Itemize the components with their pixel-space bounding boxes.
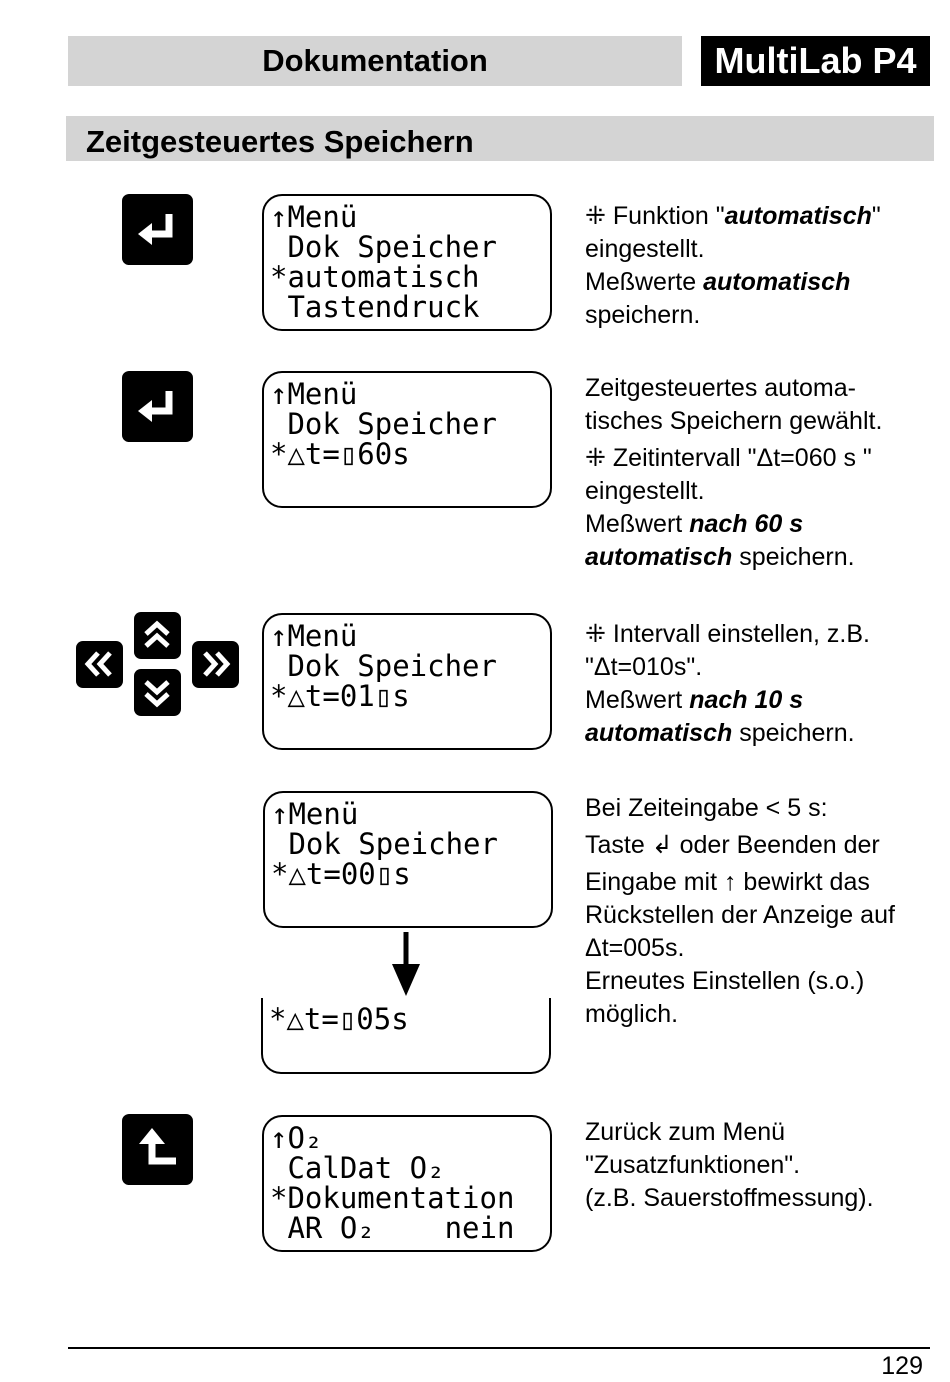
lcd-display-4-result: *△t=▯05s xyxy=(261,998,551,1074)
selection-marker-icon: ⁜ xyxy=(585,444,606,472)
right-arrow-key-icon xyxy=(192,641,239,688)
lcd-line: *△t=▯60s xyxy=(270,437,410,471)
lcd-line: ↑Menü xyxy=(270,377,358,411)
text: Eingabe mit xyxy=(585,868,724,896)
enter-key-icon xyxy=(122,194,193,265)
description-4: Bei Zeiteingabe < 5 s: Taste ↲ oder Been… xyxy=(585,792,895,1031)
emphasis: automatisch xyxy=(703,268,851,296)
emphasis: automatisch xyxy=(585,719,733,747)
emphasis: nach 60 s xyxy=(689,510,804,538)
text: speichern. xyxy=(732,719,855,747)
text: Rückstellen der Anzeige auf xyxy=(585,901,895,929)
lcd-line: AR O₂ nein xyxy=(270,1211,515,1245)
description-2: Zeitgesteuertes automa- tisches Speicher… xyxy=(585,372,882,574)
footer-divider xyxy=(68,1347,930,1349)
lcd-line: ↑Menü xyxy=(270,619,358,653)
text: Taste xyxy=(585,831,652,859)
lcd-line: *automatisch xyxy=(270,260,480,294)
emphasis: automatisch xyxy=(724,202,872,230)
description-1: ⁜ Funktion "automatisch" eingestellt. Me… xyxy=(585,200,881,332)
lcd-line: CalDat O₂ xyxy=(270,1151,445,1185)
text: Bei Zeiteingabe < 5 s: xyxy=(585,794,828,822)
text: möglich. xyxy=(585,1000,679,1028)
text: tisches Speichern gewählt. xyxy=(585,407,883,435)
lcd-line: *△t=01▯s xyxy=(270,679,410,713)
escape-symbol-icon: ↑ xyxy=(723,868,737,896)
text: speichern. xyxy=(732,543,855,571)
down-arrow-icon xyxy=(390,932,422,1003)
description-3: ⁜ Intervall einstellen, z.B. "Δt=010s". … xyxy=(585,618,870,750)
text: "Zusatzfunktionen". xyxy=(585,1151,801,1179)
text: Zurück zum Menü xyxy=(585,1118,786,1146)
lcd-display-2: ↑Menü Dok Speicher *△t=▯60s xyxy=(262,371,552,508)
text: Δt=005s. xyxy=(585,934,685,962)
lcd-display-5: ↑O₂ CalDat O₂ *Dokumentation AR O₂ nein xyxy=(262,1115,552,1252)
text: Meßwerte xyxy=(585,268,704,296)
selection-marker-icon: ⁜ xyxy=(585,202,606,230)
lcd-line: ↑Menü xyxy=(270,200,358,234)
emphasis: nach 10 s xyxy=(689,686,804,714)
lcd-line: *△t=▯05s xyxy=(269,1002,409,1036)
enter-key-icon xyxy=(122,371,193,442)
lcd-line: ↑O₂ xyxy=(270,1121,323,1155)
text: Funktion " xyxy=(605,202,725,230)
section-title: Zeitgesteuertes Speichern xyxy=(66,116,934,161)
lcd-line: Dok Speicher xyxy=(270,230,497,264)
text: Zeitintervall "Δt=060 s " xyxy=(605,444,872,472)
description-5: Zurück zum Menü "Zusatzfunktionen". (z.B… xyxy=(585,1116,874,1215)
lcd-line: *△t=00▯s xyxy=(271,857,411,891)
lcd-line: Dok Speicher xyxy=(270,649,497,683)
header-document-title: Dokumentation xyxy=(68,36,682,86)
text: " xyxy=(871,202,881,230)
lcd-display-1: ↑Menü Dok Speicher *automatisch Tastendr… xyxy=(262,194,552,331)
text: Meßwert xyxy=(585,686,690,714)
escape-key-icon xyxy=(122,1114,193,1185)
enter-symbol-icon: ↲ xyxy=(651,831,673,859)
text: (z.B. Sauerstoffmessung). xyxy=(585,1184,874,1212)
lcd-display-3: ↑Menü Dok Speicher *△t=01▯s xyxy=(262,613,552,750)
lcd-line: *Dokumentation xyxy=(270,1181,515,1215)
up-arrow-key-icon xyxy=(134,612,181,659)
text: Intervall einstellen, z.B. xyxy=(605,620,870,648)
text: Zeitgesteuertes automa- xyxy=(585,374,856,402)
lcd-line: ↑Menü xyxy=(271,797,359,831)
emphasis: automatisch xyxy=(585,543,733,571)
text: speichern. xyxy=(585,301,701,329)
lcd-line: Tastendruck xyxy=(270,290,480,324)
page-number: 129 xyxy=(881,1352,923,1380)
text: eingestellt. xyxy=(585,477,705,505)
text: bewirkt das xyxy=(736,868,870,896)
header-product-name: MultiLab P4 xyxy=(701,36,930,86)
down-arrow-key-icon xyxy=(134,669,181,716)
selection-marker-icon: ⁜ xyxy=(585,620,606,648)
left-arrow-key-icon xyxy=(76,641,123,688)
text: eingestellt. xyxy=(585,235,705,263)
lcd-line: Dok Speicher xyxy=(270,407,497,441)
lcd-display-4: ↑Menü Dok Speicher *△t=00▯s xyxy=(263,791,553,928)
lcd-line: Dok Speicher xyxy=(271,827,498,861)
text: Erneutes Einstellen (s.o.) xyxy=(585,967,865,995)
text: "Δt=010s". xyxy=(585,653,703,681)
text: Meßwert xyxy=(585,510,690,538)
text: oder Beenden der xyxy=(672,831,880,859)
